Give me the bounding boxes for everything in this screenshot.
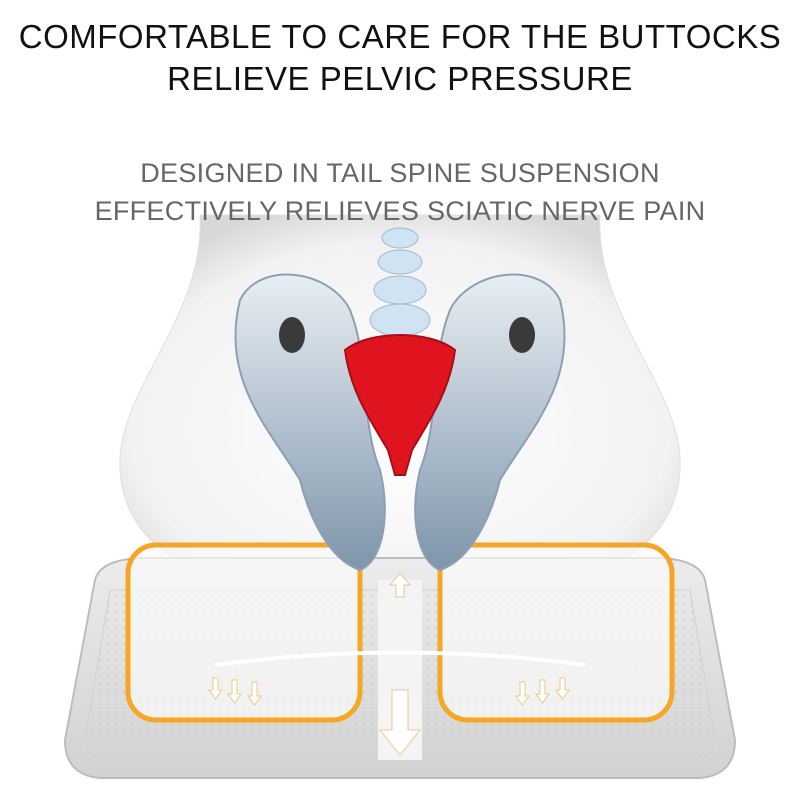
headline-line-2: RELIEVE PELVIC PRESSURE	[167, 60, 633, 97]
pressure-zone-left	[125, 542, 363, 723]
spine	[369, 227, 431, 337]
sacrum	[343, 334, 457, 476]
subheadline-line-1: DESIGNED IN TAIL SPINE SUSPENSION	[140, 158, 660, 188]
seat-cushion	[63, 542, 737, 779]
up-arrow-icon	[388, 572, 412, 598]
headline-line-1: COMFORTABLE TO CARE FOR THE BUTTOCKS	[18, 18, 782, 55]
pressure-arrows	[208, 572, 570, 756]
pressure-zone-right	[437, 542, 675, 723]
pelvis	[234, 273, 566, 572]
down-arrow-icon	[378, 689, 422, 756]
subheadline-line-2: EFFECTIVELY RELIEVES SCIATIC NERVE PAIN	[94, 196, 706, 226]
